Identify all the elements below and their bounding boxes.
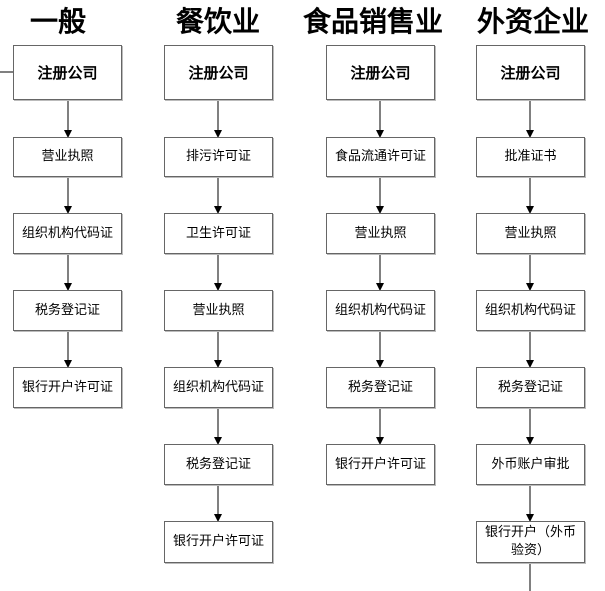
c2-step-org-code-cert: 组织机构代码证: [164, 367, 273, 408]
c2-step-tax-registration: 税务登记证: [164, 444, 273, 485]
c2-step-health-permit: 卫生许可证: [164, 213, 273, 254]
c4-step-bank-account-forex-verification: 银行开户（外币验资）: [476, 521, 585, 563]
c1-step-tax-registration: 税务登记证: [13, 290, 122, 331]
c3-step-bank-account-permit: 银行开户许可证: [326, 444, 435, 485]
c3-step-org-code-cert: 组织机构代码证: [326, 290, 435, 331]
c3-step-tax-registration: 税务登记证: [326, 367, 435, 408]
c1-step-bank-account-permit: 银行开户许可证: [13, 367, 122, 408]
c1-step-business-license: 营业执照: [13, 137, 122, 177]
c4-step-tax-registration: 税务登记证: [476, 367, 585, 408]
c4-step-forex-account-approval: 外币账户审批: [476, 444, 585, 485]
c4-step-org-code-cert: 组织机构代码证: [476, 290, 585, 331]
c4-step-register-company: 注册公司: [476, 45, 585, 100]
c2-step-register-company: 注册公司: [164, 45, 273, 100]
c3-step-food-circulation-permit: 食品流通许可证: [326, 137, 435, 177]
c4-step-approval-certificate: 批准证书: [476, 137, 585, 177]
column-title-food-retail: 食品销售业: [303, 5, 444, 38]
c2-step-discharge-permit: 排污许可证: [164, 137, 273, 177]
c2-step-business-license: 营业执照: [164, 290, 273, 331]
c1-step-register-company: 注册公司: [13, 45, 122, 100]
column-title-catering: 餐饮业: [176, 5, 261, 38]
column-title-foreign-enterprise: 外资企业: [477, 5, 590, 38]
column-title-general: 一般: [30, 5, 87, 38]
c4-step-business-license: 营业执照: [476, 213, 585, 254]
c3-step-register-company: 注册公司: [326, 45, 435, 100]
c1-step-org-code-cert: 组织机构代码证: [13, 213, 122, 254]
c2-step-bank-account-permit: 银行开户许可证: [164, 521, 273, 563]
c3-step-business-license: 营业执照: [326, 213, 435, 254]
